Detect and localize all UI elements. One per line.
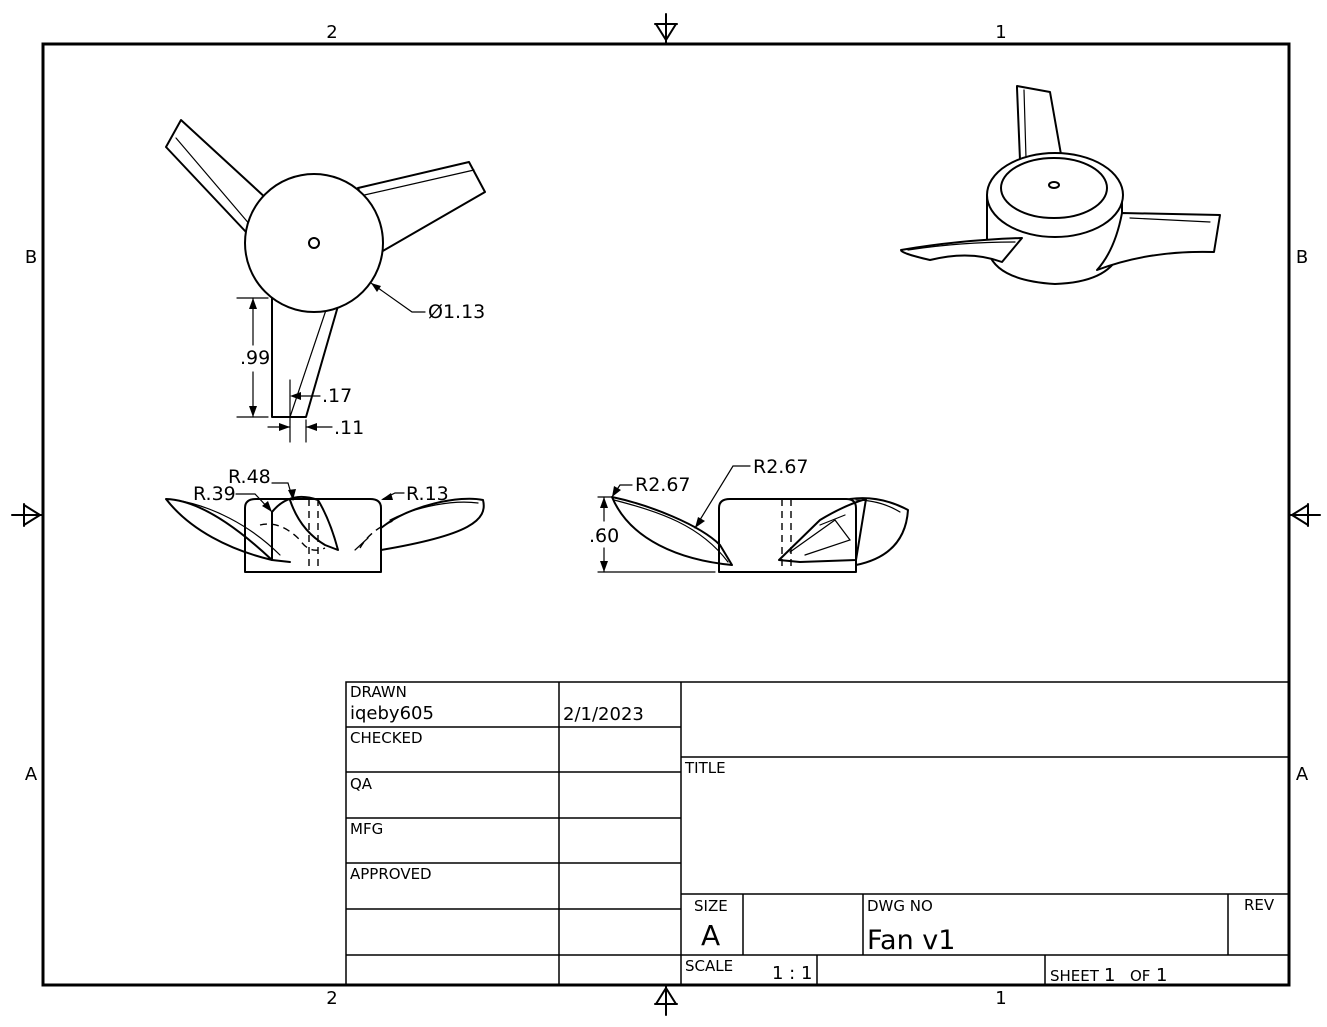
dim-text-radius-r48: R.48 [228, 466, 271, 488]
scale-value: 1 : 1 [772, 963, 812, 984]
drawn-label: DRAWN [350, 683, 407, 701]
of-label: OF [1130, 967, 1150, 985]
center-mark-right [1288, 503, 1321, 527]
iso-blade-top [1016, 85, 1063, 161]
side-view: R2.67 R2.67 .60 [589, 456, 909, 573]
front-blade-left [165, 498, 273, 561]
title-block: DRAWN iqeby605 2/1/2023 CHECKED QA MFG A… [345, 681, 1290, 986]
size-value: A [701, 919, 720, 952]
drawn-date-value: 2/1/2023 [563, 704, 644, 725]
hub-hole [308, 237, 320, 249]
iso-blade-right [1096, 212, 1221, 271]
zone-label-left-upper: B [25, 247, 37, 268]
dim-radius-r48: R.48 [228, 466, 296, 501]
dim-text-blade-length: .99 [240, 347, 270, 369]
zone-label-top-left: 2 [326, 22, 337, 43]
dim-text-hub-diameter: Ø1.13 [428, 301, 485, 323]
dim-text-blade-width: .11 [334, 417, 364, 439]
zone-label-bottom-left: 2 [326, 988, 337, 1009]
dwg-no-value: Fan v1 [867, 925, 955, 956]
zone-label-right-lower: A [1296, 764, 1309, 785]
sheet-total: 1 [1156, 965, 1167, 986]
iso-hub-top [986, 152, 1124, 238]
checked-label: CHECKED [350, 729, 423, 747]
qa-label: QA [350, 775, 373, 793]
dim-text-radius-r267-upper: R2.67 [753, 456, 809, 478]
mfg-label: MFG [350, 820, 383, 838]
size-label: SIZE [694, 897, 728, 915]
front-view: R.48 R.39 R.13 [165, 466, 485, 573]
zone-label-top-right: 1 [995, 22, 1006, 43]
top-view: Ø1.13 .99 .17 .11 [165, 119, 486, 443]
title-label: TITLE [684, 759, 726, 777]
approved-label: APPROVED [350, 865, 432, 883]
dim-radius-r39: R.39 [193, 483, 273, 513]
sheet-number: 1 [1104, 965, 1115, 986]
dim-text-radius-r39: R.39 [193, 483, 236, 505]
zone-label-right-upper: B [1296, 247, 1308, 268]
front-hub [244, 498, 382, 573]
dim-radius-r267-lower: R2.67 [611, 474, 691, 498]
drawn-by-value: iqeby605 [350, 703, 434, 724]
dim-text-radius-r267-lower: R2.67 [635, 474, 691, 496]
hub-circle [244, 173, 384, 313]
rev-label: REV [1244, 896, 1275, 914]
dim-blade-tip-offset: .17 [289, 379, 352, 421]
sheet-label: SHEET [1050, 967, 1100, 985]
dim-radius-r267-upper: R2.67 [694, 456, 809, 529]
dim-height: .60 [589, 496, 716, 573]
dim-blade-length: .99 [236, 297, 270, 418]
dim-text-height: .60 [589, 525, 619, 547]
zone-label-left-lower: A [25, 764, 38, 785]
iso-blade-left [900, 237, 1023, 263]
dim-blade-width: .11 [267, 417, 364, 443]
dim-text-radius-r13: R.13 [406, 483, 449, 505]
center-mark-bottom [654, 984, 678, 1016]
dim-hub-diameter: Ø1.13 [370, 282, 485, 323]
isometric-view [900, 85, 1221, 285]
side-blade-left [611, 496, 733, 566]
center-mark-left [11, 503, 44, 527]
scale-label: SCALE [685, 957, 733, 975]
dim-radius-r13: R.13 [381, 483, 449, 505]
zone-label-bottom-right: 1 [995, 988, 1006, 1009]
dim-text-blade-tip-offset: .17 [322, 385, 352, 407]
side-hub [718, 498, 857, 573]
center-mark-top [654, 13, 678, 45]
front-blade-right [380, 497, 485, 551]
dwg-no-label: DWG NO [867, 897, 933, 915]
